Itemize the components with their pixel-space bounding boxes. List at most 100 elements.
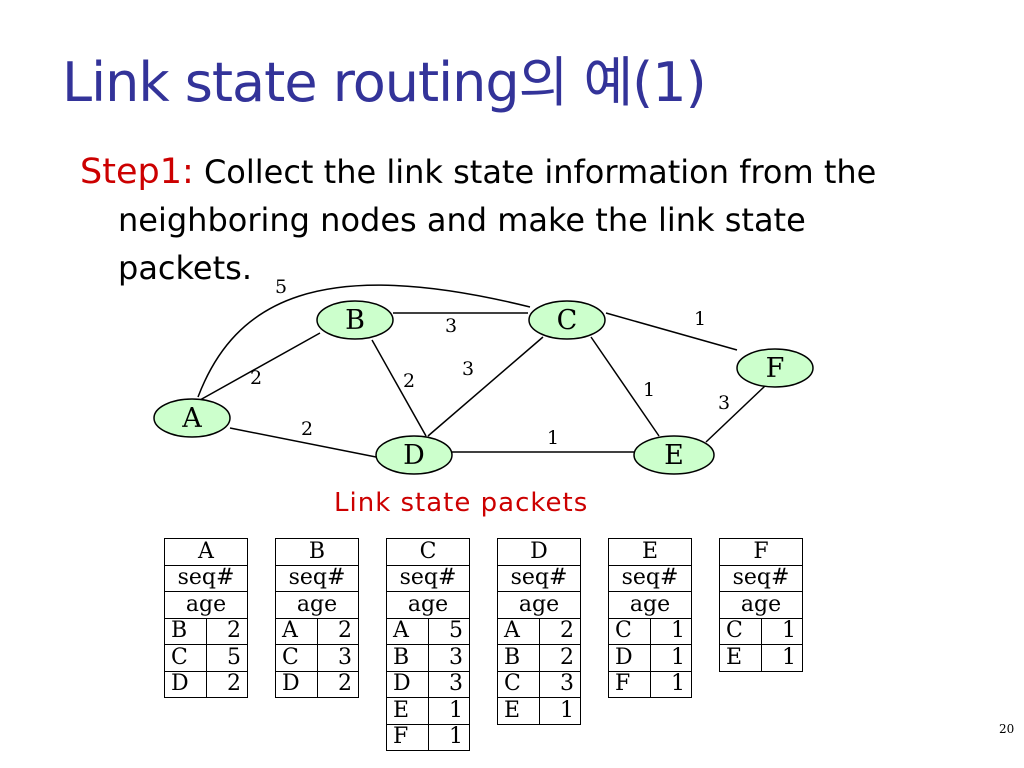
packet-seq-field: seq# bbox=[386, 564, 470, 592]
node-ellipse bbox=[736, 348, 814, 388]
neighbor-cell: C bbox=[608, 617, 651, 645]
neighbor-cell: C bbox=[719, 617, 762, 645]
packet-seq-field: seq# bbox=[275, 564, 359, 592]
node-d: D bbox=[375, 435, 453, 475]
cost-cell: 1 bbox=[649, 644, 692, 672]
edge-cost-c-d: 3 bbox=[462, 358, 474, 380]
neighbor-cell: A bbox=[386, 617, 429, 645]
node-ellipse bbox=[375, 435, 453, 475]
packet-age-field: age bbox=[275, 591, 359, 619]
neighbor-cell: E bbox=[719, 644, 762, 672]
page-number: 20 bbox=[999, 722, 1015, 736]
node-ellipse bbox=[633, 435, 715, 475]
packet-source-node: F bbox=[719, 538, 803, 566]
packet-source-node: C bbox=[386, 538, 470, 566]
neighbor-cell: D bbox=[275, 670, 318, 698]
cost-cell: 3 bbox=[427, 670, 470, 698]
node-c: C bbox=[528, 300, 606, 340]
cost-cell: 2 bbox=[538, 644, 581, 672]
cost-cell: 2 bbox=[316, 617, 359, 645]
edge-cost-b-c: 3 bbox=[445, 315, 457, 337]
packet-age-field: age bbox=[608, 591, 692, 619]
packets-caption: Link state packets bbox=[334, 488, 589, 518]
edge-c-e bbox=[590, 336, 660, 437]
edge-cost-d-e: 1 bbox=[547, 427, 559, 449]
packet-seq-field: seq# bbox=[608, 564, 692, 592]
neighbor-cell: E bbox=[386, 697, 429, 725]
step-text-line-2: neighboring nodes and make the link stat… bbox=[118, 201, 806, 239]
neighbor-cell: D bbox=[164, 670, 207, 698]
step-text-line-3: packets. bbox=[118, 249, 252, 287]
node-label: A bbox=[181, 403, 202, 434]
neighbor-cell: B bbox=[497, 644, 540, 672]
packet-source-node: B bbox=[275, 538, 359, 566]
edge-cost-a-b: 2 bbox=[250, 367, 262, 389]
edge-a-b bbox=[199, 332, 321, 401]
edge-a-c bbox=[197, 284, 531, 398]
edge-c-d bbox=[427, 336, 544, 437]
neighbor-cell: A bbox=[497, 617, 540, 645]
node-f: F bbox=[736, 348, 814, 388]
cost-cell: 3 bbox=[316, 644, 359, 672]
packet-source-node: A bbox=[164, 538, 248, 566]
node-label: F bbox=[766, 353, 785, 384]
cost-cell: 1 bbox=[427, 697, 470, 725]
step-colon: : bbox=[181, 152, 194, 192]
edge-cost-c-e: 1 bbox=[643, 379, 655, 401]
packet-seq-field: seq# bbox=[497, 564, 581, 592]
edge-cost-a-d: 2 bbox=[301, 418, 313, 440]
cost-cell: 2 bbox=[538, 617, 581, 645]
node-b: B bbox=[316, 300, 394, 340]
cost-cell: 2 bbox=[316, 670, 359, 698]
neighbor-cell: B bbox=[164, 617, 207, 645]
cost-cell: 1 bbox=[649, 670, 692, 698]
packet-seq-field: seq# bbox=[719, 564, 803, 592]
cost-cell: 1 bbox=[538, 697, 581, 725]
packet-source-node: E bbox=[608, 538, 692, 566]
node-label: C bbox=[557, 305, 578, 336]
neighbor-cell: A bbox=[275, 617, 318, 645]
cost-cell: 2 bbox=[205, 670, 248, 698]
node-label: D bbox=[403, 440, 425, 471]
node-label: E bbox=[664, 440, 684, 471]
cost-cell: 3 bbox=[538, 670, 581, 698]
cost-cell: 1 bbox=[427, 723, 470, 751]
step-text-line-1: Collect the link state information from … bbox=[203, 153, 877, 191]
neighbor-cell: E bbox=[497, 697, 540, 725]
packet-age-field: age bbox=[386, 591, 470, 619]
neighbor-cell: C bbox=[275, 644, 318, 672]
neighbor-cell: D bbox=[608, 644, 651, 672]
cost-cell: 5 bbox=[427, 617, 470, 645]
edge-cost-a-c: 5 bbox=[275, 276, 287, 298]
cost-cell: 2 bbox=[205, 617, 248, 645]
node-e: E bbox=[633, 435, 715, 475]
step-label: Step1 bbox=[80, 152, 182, 192]
node-label: B bbox=[345, 305, 365, 336]
packet-age-field: age bbox=[164, 591, 248, 619]
packet-age-field: age bbox=[719, 591, 803, 619]
edge-a-d bbox=[229, 427, 377, 458]
packet-age-field: age bbox=[497, 591, 581, 619]
neighbor-cell: C bbox=[164, 644, 207, 672]
node-a: A bbox=[153, 398, 231, 438]
